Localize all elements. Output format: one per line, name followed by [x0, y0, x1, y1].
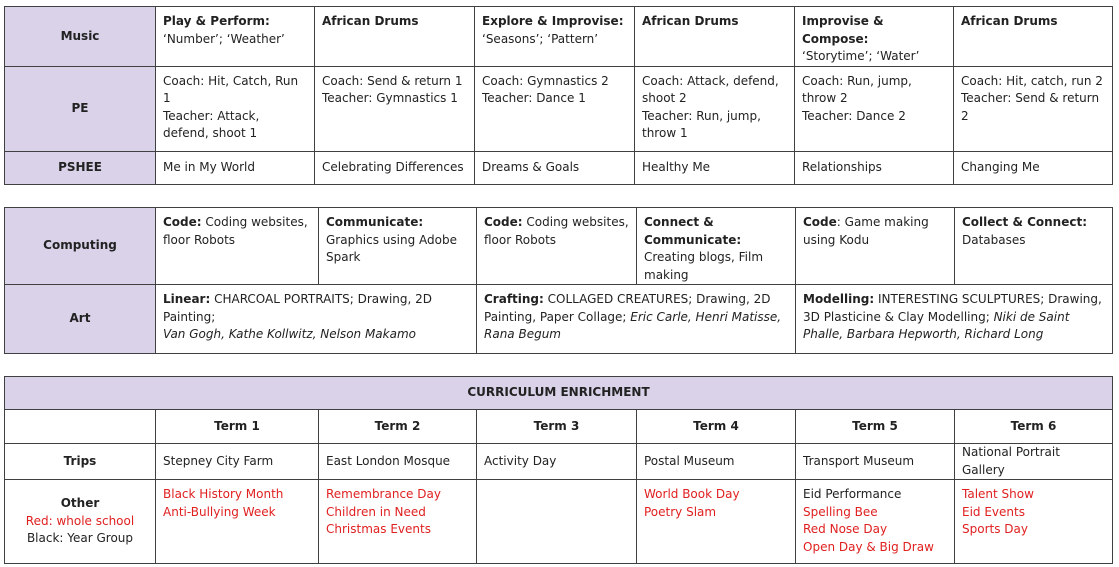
enrichment-title-row: CURRICULUM ENRICHMENT: [4, 376, 1113, 410]
trip-cell: East London Mosque: [318, 443, 477, 480]
enrichment-title: CURRICULUM ENRICHMENT: [4, 376, 1113, 410]
computing-cell: Code: Coding websites, floor Robots: [476, 207, 637, 285]
trip-cell: Activity Day: [476, 443, 637, 480]
event-item: Remembrance Day: [326, 487, 441, 501]
event-item: Red Nose Day: [803, 522, 888, 536]
other-header: Other Red: whole school Black: Year Grou…: [4, 479, 156, 564]
music-cell: African Drums: [634, 6, 795, 67]
term-header: Term 5: [795, 409, 955, 444]
term-header: Term 2: [318, 409, 477, 444]
music-cell: African Drums: [953, 6, 1113, 67]
events-cell: [476, 479, 637, 564]
event-item: Spelling Bee: [803, 504, 878, 519]
computing-header: Computing: [4, 207, 156, 285]
pshee-row: PSHEE Me in My World Celebrating Differe…: [4, 150, 1113, 185]
term-header: Term 4: [636, 409, 796, 444]
pshee-cell: Changing Me: [953, 150, 1113, 185]
art-cell: Linear: CHARCOAL PORTRAITS; Drawing, 2D …: [155, 284, 477, 354]
music-cell: Play & Perform:‘Number’; ‘Weather’: [155, 6, 315, 67]
trip-cell: National Portrait Gallery: [954, 443, 1113, 480]
other-row: Other Red: whole school Black: Year Grou…: [4, 479, 1113, 564]
music-cell: African Drums: [314, 6, 475, 67]
music-header: Music: [4, 6, 156, 67]
art-header: Art: [4, 284, 156, 354]
trip-cell: Stepney City Farm: [155, 443, 319, 480]
trip-cell: Transport Museum: [795, 443, 955, 480]
computing-row: Computing Code: Coding websites, floor R…: [4, 207, 1113, 285]
event-item: World Book Day: [644, 487, 740, 501]
event-item: Christmas Events: [326, 522, 431, 536]
pshee-cell: Relationships: [794, 150, 954, 185]
event-item: Open Day & Big Draw: [803, 539, 934, 554]
event-item: Talent Show: [962, 487, 1034, 501]
term-header: Term 3: [476, 409, 637, 444]
computing-cell: Connect & Communicate: Creating blogs, F…: [636, 207, 796, 285]
enrichment-table: CURRICULUM ENRICHMENT Term 1 Term 2 Term…: [4, 376, 1113, 564]
key-whole-school: Red: whole school: [25, 513, 135, 528]
event-item: Black History Month: [163, 487, 284, 501]
event-item: Poetry Slam: [644, 504, 717, 519]
event-item: Children in Need: [326, 504, 426, 519]
pshee-header: PSHEE: [4, 150, 156, 185]
art-row: Art Linear: CHARCOAL PORTRAITS; Drawing,…: [4, 284, 1113, 354]
term-header: Term 1: [155, 409, 319, 444]
key-year-group: Black: Year Group: [26, 531, 134, 546]
computing-cell: Code: Coding websites, floor Robots: [155, 207, 319, 285]
pshee-cell: Me in My World: [155, 150, 315, 185]
trips-row: Trips Stepney City Farm East London Mosq…: [4, 443, 1113, 480]
art-cell: Modelling: INTERESTING SCULPTURES; Drawi…: [795, 284, 1113, 354]
computing-cell: Code: Game making using Kodu: [795, 207, 955, 285]
subjects-table-2: Computing Code: Coding websites, floor R…: [4, 207, 1113, 354]
terms-row: Term 1 Term 2 Term 3 Term 4 Term 5 Term …: [4, 409, 1113, 444]
pe-header: PE: [4, 65, 156, 152]
pshee-cell: Celebrating Differences: [314, 150, 475, 185]
art-cell: Crafting: COLLAGED CREATURES; Drawing, 2…: [476, 284, 796, 354]
event-item: Eid Events: [962, 504, 1025, 519]
pshee-cell: Healthy Me: [634, 150, 795, 185]
computing-cell: Collect & Connect: Databases: [954, 207, 1113, 285]
event-item: Sports Day: [962, 522, 1028, 536]
subjects-table-1: Music Play & Perform:‘Number’; ‘Weather’…: [4, 6, 1113, 185]
pshee-cell: Dreams & Goals: [474, 150, 635, 185]
term-header: Term 6: [954, 409, 1113, 444]
music-cell: Explore & Improvise:‘Seasons’; ‘Pattern’: [474, 6, 635, 67]
music-cell: Improvise & Compose:‘Storytime’; ‘Water’: [794, 6, 954, 67]
event-item: Anti-Bullying Week: [163, 504, 276, 519]
terms-corner: [4, 409, 156, 444]
trips-header: Trips: [4, 443, 156, 480]
event-item: Eid Performance: [803, 487, 902, 501]
trip-cell: Postal Museum: [636, 443, 796, 480]
music-row: Music Play & Perform:‘Number’; ‘Weather’…: [4, 6, 1113, 67]
computing-cell: Communicate: Graphics using Adobe Spark: [318, 207, 477, 285]
